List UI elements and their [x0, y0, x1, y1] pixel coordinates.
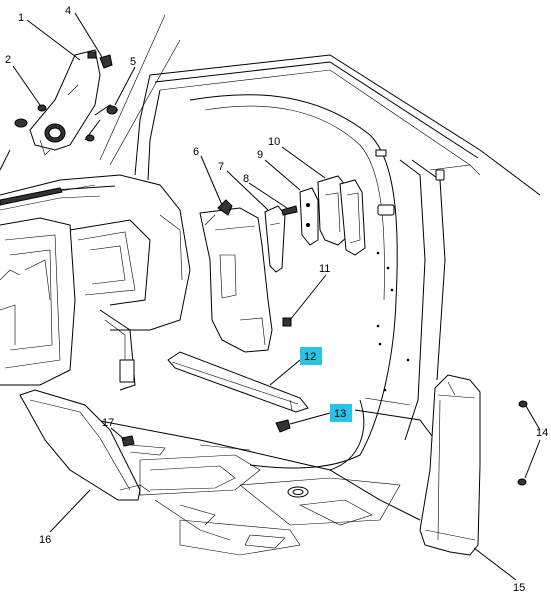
callout-6: 6: [193, 146, 199, 158]
part-11-clip: [282, 317, 292, 327]
callout-13-highlight: [330, 404, 352, 422]
part-12-door-sill-plate: [167, 351, 309, 413]
callout-12: 12: [304, 351, 316, 363]
callout-12-highlight: [300, 347, 322, 365]
part-8-screw: [281, 205, 298, 216]
part-15-center-pillar-trim: [419, 374, 481, 556]
part-7-trim-strip: [264, 205, 286, 273]
part-2-fastener: [37, 104, 47, 112]
part-10-assist-handle: [317, 175, 366, 256]
callout-2: 2: [5, 54, 11, 66]
part-17-clip: [121, 435, 135, 447]
part-16-kick-panel: [19, 389, 151, 501]
part-6-kick-panel-upper: [199, 199, 273, 353]
part-4-clip: [99, 54, 113, 69]
callout-7: 7: [218, 161, 224, 173]
callout-11: 11: [319, 263, 330, 275]
part-1-windshield-pillar-trim: [14, 49, 101, 156]
callout-13: 13: [334, 408, 346, 420]
callout-14: 14: [536, 427, 548, 439]
callout-15: 15: [513, 582, 525, 594]
part-13-fastener: [275, 419, 291, 433]
leader-lines: [0, 12, 541, 581]
part-5-grommet: [84, 104, 119, 142]
callout-labels: 1 4 2 5 6 7 8 9 10 11 12 13 14 15 16 17: [5, 5, 548, 594]
callout-5: 5: [130, 56, 136, 68]
callout-9: 9: [257, 149, 263, 161]
callout-1: 1: [18, 12, 24, 24]
part-9-bracket: [299, 187, 319, 246]
vehicle-body: [94, 54, 541, 556]
part-14-clips: [517, 400, 528, 486]
callout-10: 10: [268, 136, 280, 148]
callout-8: 8: [243, 173, 249, 185]
instrument-panel: [0, 174, 191, 391]
callout-16: 16: [39, 534, 51, 546]
callout-17: 17: [102, 417, 114, 429]
callout-4: 4: [65, 5, 71, 17]
